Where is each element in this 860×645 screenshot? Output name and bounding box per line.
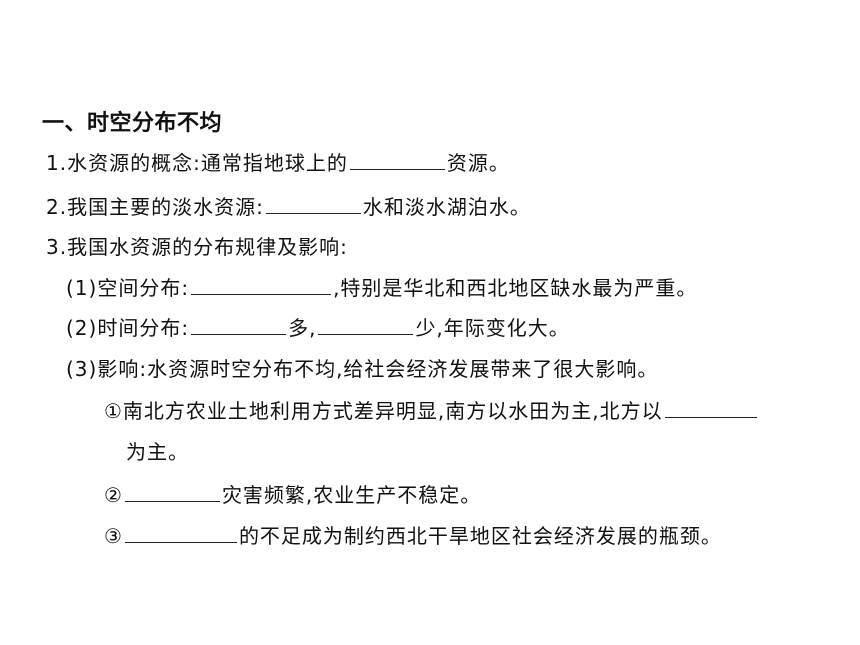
fill-blank-1[interactable]	[349, 151, 445, 170]
item-1-text-before: 1.水资源的概念:通常指地球上的	[46, 151, 348, 175]
item-main-freshwater: 2.我国主要的淡水资源: 水和淡水湖泊水。	[46, 193, 531, 221]
section-heading: 一、时空分布不均	[42, 111, 223, 136]
sub-2-text-after: 少,年际变化大。	[415, 316, 570, 340]
item-2-text-before: 2.我国主要的淡水资源:	[46, 195, 264, 219]
fill-blank-2[interactable]	[265, 195, 361, 214]
sub-1-text-before: (1)空间分布:	[66, 276, 190, 300]
point-1-continuation: 为主。	[126, 440, 189, 464]
fill-blank-8[interactable]	[124, 524, 237, 543]
sub-2-text-middle: 多,	[288, 316, 317, 340]
point-2-marker: ②	[104, 483, 123, 507]
point-1-text-before: ①南北方农业土地利用方式差异明显,南方以水田为主,北方以	[104, 399, 663, 423]
point-2-text-after: 灾害频繁,农业生产不稳定。	[221, 483, 482, 507]
item-2-text-after: 水和淡水湖泊水。	[362, 195, 531, 219]
sub-item-temporal: (2)时间分布: 多, 少,年际变化大。	[66, 314, 570, 342]
fill-blank-6[interactable]	[664, 399, 757, 418]
item-distribution-heading: 3.我国水资源的分布规律及影响:	[46, 235, 348, 259]
sub-item-spatial: (1)空间分布: ,特别是华北和西北地区缺水最为严重。	[66, 274, 697, 302]
point-agriculture-land-use: ①南北方农业土地利用方式差异明显,南方以水田为主,北方以	[104, 397, 759, 425]
point-3-text-after: 的不足成为制约西北干旱地区社会经济发展的瓶颈。	[238, 524, 722, 548]
fill-blank-5[interactable]	[318, 316, 414, 335]
point-3-marker: ③	[104, 524, 123, 548]
fill-blank-7[interactable]	[124, 483, 220, 502]
fill-blank-3[interactable]	[191, 276, 332, 295]
fill-blank-4[interactable]	[191, 316, 287, 335]
sub-item-impact: (3)影响:水资源时空分布不均,给社会经济发展带来了很大影响。	[66, 357, 659, 381]
sub-1-text-after: ,特别是华北和西北地区缺水最为严重。	[333, 276, 698, 300]
item-water-resource-concept: 1.水资源的概念:通常指地球上的 资源。	[46, 149, 510, 177]
point-bottleneck: ③ 的不足成为制约西北干旱地区社会经济发展的瓶颈。	[104, 522, 722, 550]
item-1-text-after: 资源。	[446, 151, 510, 175]
sub-2-text-before: (2)时间分布:	[66, 316, 190, 340]
point-disasters: ② 灾害频繁,农业生产不稳定。	[104, 481, 481, 509]
